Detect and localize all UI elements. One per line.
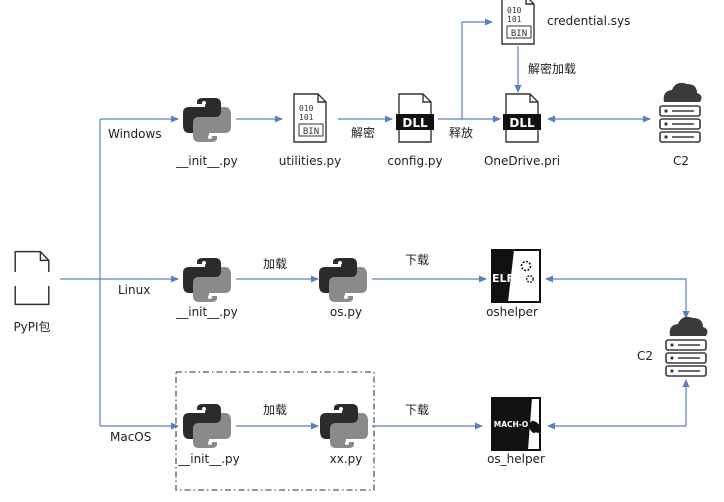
svg-text:010: 010 xyxy=(507,6,522,15)
edge-label-download-mac: 下载 xyxy=(405,403,429,417)
edge-label-download-linux: 下载 xyxy=(405,253,429,267)
edge-label-decrypt-load: 解密加载 xyxy=(528,61,576,76)
credential-label: credential.sys xyxy=(547,14,630,28)
os-helper-label: os_helper xyxy=(487,452,545,466)
svg-text:101: 101 xyxy=(507,15,522,24)
pypi-package-node: PyPI包 xyxy=(12,250,52,334)
os-helper-node: MACH-O os_helper xyxy=(487,397,545,466)
onedrive-node: DLL OneDrive.pri xyxy=(484,93,560,168)
svg-text:DLL: DLL xyxy=(402,116,428,130)
edge-label-load-linux: 加载 xyxy=(263,257,287,271)
svg-text:101: 101 xyxy=(299,113,314,122)
tar-gz-file-icon xyxy=(12,250,52,306)
edge-to-credential xyxy=(461,18,493,119)
oshelper-node: ELF oshelper xyxy=(486,249,541,319)
c2-top-label: C2 xyxy=(673,154,689,168)
xxpy-node: xx.py xyxy=(320,404,368,466)
svg-text:DLL: DLL xyxy=(509,116,535,130)
edge-os-helper-c2 xyxy=(547,379,690,430)
credential-node: 010 101 BIN credential.sys xyxy=(501,0,630,45)
mac-init-label: __init__.py xyxy=(177,452,240,466)
edge-oshelper-c2 xyxy=(545,275,690,319)
dll-file-icon: DLL xyxy=(396,93,434,143)
config-label: config.py xyxy=(387,154,442,168)
svg-text:MACH-O: MACH-O xyxy=(494,420,529,429)
config-node: DLL config.py xyxy=(387,93,443,168)
ospy-label: os.py xyxy=(330,305,362,319)
c2-top-node: C2 xyxy=(659,82,703,168)
dll-file-icon: DLL xyxy=(503,93,541,143)
utilities-node: 010 101 BIN utilities.py xyxy=(279,93,342,168)
linux-init-label: __init__.py xyxy=(175,305,238,319)
windows-init-node: __init__.py xyxy=(175,98,238,168)
oshelper-label: oshelper xyxy=(486,305,538,319)
macho-file-icon: MACH-O xyxy=(491,397,541,451)
svg-text:ELF: ELF xyxy=(492,272,514,285)
windows-init-label: __init__.py xyxy=(175,154,238,168)
cloud-server-icon xyxy=(665,316,709,377)
binary-file-icon: 010 101 BIN xyxy=(501,0,535,45)
linux-init-node: __init__.py xyxy=(175,258,238,319)
elf-file-icon: ELF xyxy=(491,249,541,303)
python-icon xyxy=(183,404,231,448)
python-icon xyxy=(183,258,231,302)
python-icon xyxy=(183,98,231,142)
svg-text:BIN: BIN xyxy=(303,127,319,137)
edge-label-load-mac: 加载 xyxy=(263,403,287,417)
ospy-node: os.py xyxy=(319,258,367,319)
python-icon xyxy=(319,258,367,302)
utilities-label: utilities.py xyxy=(279,154,342,168)
onedrive-label: OneDrive.pri xyxy=(484,154,560,168)
apple-icon xyxy=(529,420,540,433)
python-icon xyxy=(320,404,368,448)
c2-bottom-label: C2 xyxy=(637,349,653,363)
edges xyxy=(60,18,690,430)
svg-text:010: 010 xyxy=(299,104,314,113)
svg-text:BIN: BIN xyxy=(511,29,527,39)
xxpy-label: xx.py xyxy=(330,452,363,466)
edge-label-decrypt: 解密 xyxy=(351,125,375,140)
edge-label-linux: Linux xyxy=(118,283,150,297)
edge-label-windows: Windows xyxy=(108,127,162,141)
pypi-label: PyPI包 xyxy=(13,320,50,334)
cloud-server-icon xyxy=(659,82,703,143)
edge-label-release: 释放 xyxy=(449,125,473,140)
edge-label-macos: MacOS xyxy=(110,430,151,444)
binary-file-icon: 010 101 BIN xyxy=(293,93,327,143)
c2-bottom-node: C2 xyxy=(637,316,709,377)
mac-init-node: __init__.py xyxy=(177,404,240,466)
macos-group-box xyxy=(175,371,375,491)
